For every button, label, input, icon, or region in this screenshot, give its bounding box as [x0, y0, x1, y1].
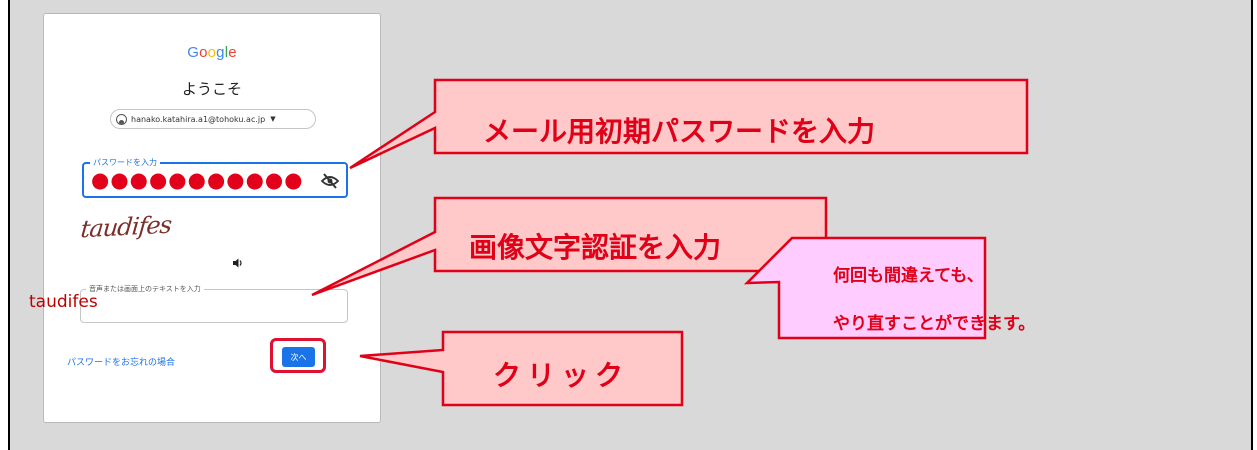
- callout-note-line1: 何回も間違えても、: [833, 266, 984, 286]
- forgot-password-link[interactable]: パスワードをお忘れの場合: [67, 358, 176, 368]
- chevron-down-icon: ▼: [270, 115, 276, 123]
- logo-letter: o: [199, 44, 208, 61]
- account-chip[interactable]: hanako.katahira.a1@tohoku.ac.jp ▼: [110, 109, 316, 129]
- captcha-input[interactable]: 音声または画面上のテキストを入力: [80, 284, 348, 323]
- callout-password-box: [349, 78, 1029, 170]
- password-mask: ●●●●●●●●●●●: [91, 168, 304, 192]
- callout-captcha-box: [311, 196, 828, 297]
- eye-off-icon[interactable]: [320, 172, 340, 190]
- welcome-heading: ようこそ: [181, 80, 242, 98]
- captcha-input-value: taudifes: [29, 292, 98, 312]
- callout-click-box: [359, 330, 684, 407]
- logo-letter: e: [228, 44, 237, 61]
- speaker-icon[interactable]: [232, 257, 244, 269]
- callout-click: クリック: [493, 359, 630, 392]
- account-email: hanako.katahira.a1@tohoku.ac.jp: [131, 114, 266, 124]
- logo-letter: l: [224, 44, 229, 61]
- callout-password: メール用初期パスワードを入力: [483, 115, 876, 148]
- password-input[interactable]: パスワードを入力 ●●●●●●●●●●●: [82, 157, 348, 198]
- next-button-highlight: [270, 338, 326, 373]
- account-icon: [116, 113, 127, 125]
- captcha-field-label: 音声または画面上のテキストを入力: [86, 284, 204, 294]
- callout-note-box: [743, 236, 987, 340]
- logo-letter: G: [187, 44, 200, 61]
- logo-letter: o: [207, 44, 217, 61]
- password-label: パスワードを入力: [90, 157, 160, 168]
- callout-captcha: 画像文字認証を入力: [469, 231, 722, 264]
- google-login-card: Google ようこそ hanako.katahira.a1@tohoku.ac…: [43, 13, 381, 423]
- callout-note-line2: やり直すことができます。: [833, 314, 1036, 334]
- google-logo: Google: [44, 44, 380, 61]
- next-button[interactable]: 次へ: [282, 347, 315, 367]
- logo-letter: g: [216, 44, 225, 61]
